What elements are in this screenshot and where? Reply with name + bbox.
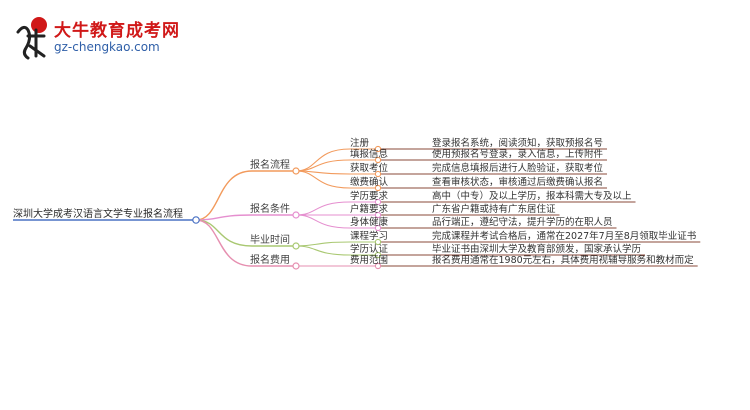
branch-link [195, 170, 253, 221]
detail-text: 使用预报名号登录，录入信息，上传附件 [432, 149, 604, 160]
child-node-dot [374, 156, 382, 164]
child-label: 注册 [350, 138, 370, 149]
child-label: 户籍要求 [350, 204, 389, 215]
child-node-dot [374, 184, 382, 192]
detail-text: 完成信息填报后进行人脸验证，获取考位 [432, 163, 604, 174]
detail-text: 毕业证书由深圳大学及教育部颁发，国家承认学历 [432, 244, 642, 255]
child-label: 费用范围 [350, 255, 389, 266]
root-node-dot [192, 216, 200, 224]
child-link [295, 201, 351, 216]
branch-node-dot [292, 211, 300, 219]
child-node-dot [374, 262, 382, 270]
child-node-dot [374, 170, 382, 178]
detail-text: 报名费用通常在1980元左右，具体费用视辅导服务和教材而定 [432, 255, 694, 266]
branch-node-dot [292, 242, 300, 250]
child-link [295, 170, 351, 189]
root-label: 深圳大学成考汉语言文学专业报名流程 [13, 209, 183, 220]
child-label: 填报信息 [350, 149, 389, 160]
child-label: 学历要求 [350, 191, 389, 202]
detail-text: 登录报名系统，阅读须知，获取预报名号 [432, 138, 604, 149]
child-node-dot [374, 251, 382, 259]
branch-link [195, 219, 253, 267]
detail-text: 高中（中专）及以上学历，报本科需大专及以上 [432, 191, 632, 202]
brand-logo: 大牛教育成考网 gz-chengkao.com [14, 14, 234, 60]
child-link [295, 214, 351, 229]
branch-link [195, 214, 253, 221]
child-node-dot [374, 224, 382, 232]
brand-url: gz-chengkao.com [54, 40, 160, 54]
brand-name: 大牛教育成考网 [54, 21, 180, 41]
bull-logo-icon [16, 17, 47, 60]
child-link [295, 245, 351, 256]
branch-label: 报名费用 [250, 255, 290, 266]
branch-node-dot [292, 262, 300, 270]
branch-node-dot [292, 167, 300, 175]
branch-label: 报名条件 [250, 204, 290, 215]
child-label: 身体健康 [350, 217, 389, 228]
child-label: 获取考位 [350, 163, 389, 174]
detail-text: 查看审核状态，审核通过后缴费确认报名 [432, 177, 604, 188]
child-node-dot [374, 211, 382, 219]
child-node-dot [374, 145, 382, 153]
child-label: 学历认证 [350, 244, 389, 255]
detail-text: 完成课程并考试合格后，通常在2027年7月至8月领取毕业证书 [432, 231, 697, 242]
child-node-dot [374, 238, 382, 246]
detail-text: 广东省户籍或持有广东居住证 [432, 204, 556, 215]
child-label: 课程学习 [350, 231, 389, 242]
branch-label: 报名流程 [250, 160, 290, 171]
child-label: 缴费确认 [350, 177, 389, 188]
branch-label: 毕业时间 [250, 235, 290, 246]
branch-link [195, 219, 253, 247]
child-node-dot [374, 198, 382, 206]
child-link [295, 241, 351, 247]
detail-text: 品行端正，遵纪守法，提升学历的在职人员 [432, 217, 613, 228]
